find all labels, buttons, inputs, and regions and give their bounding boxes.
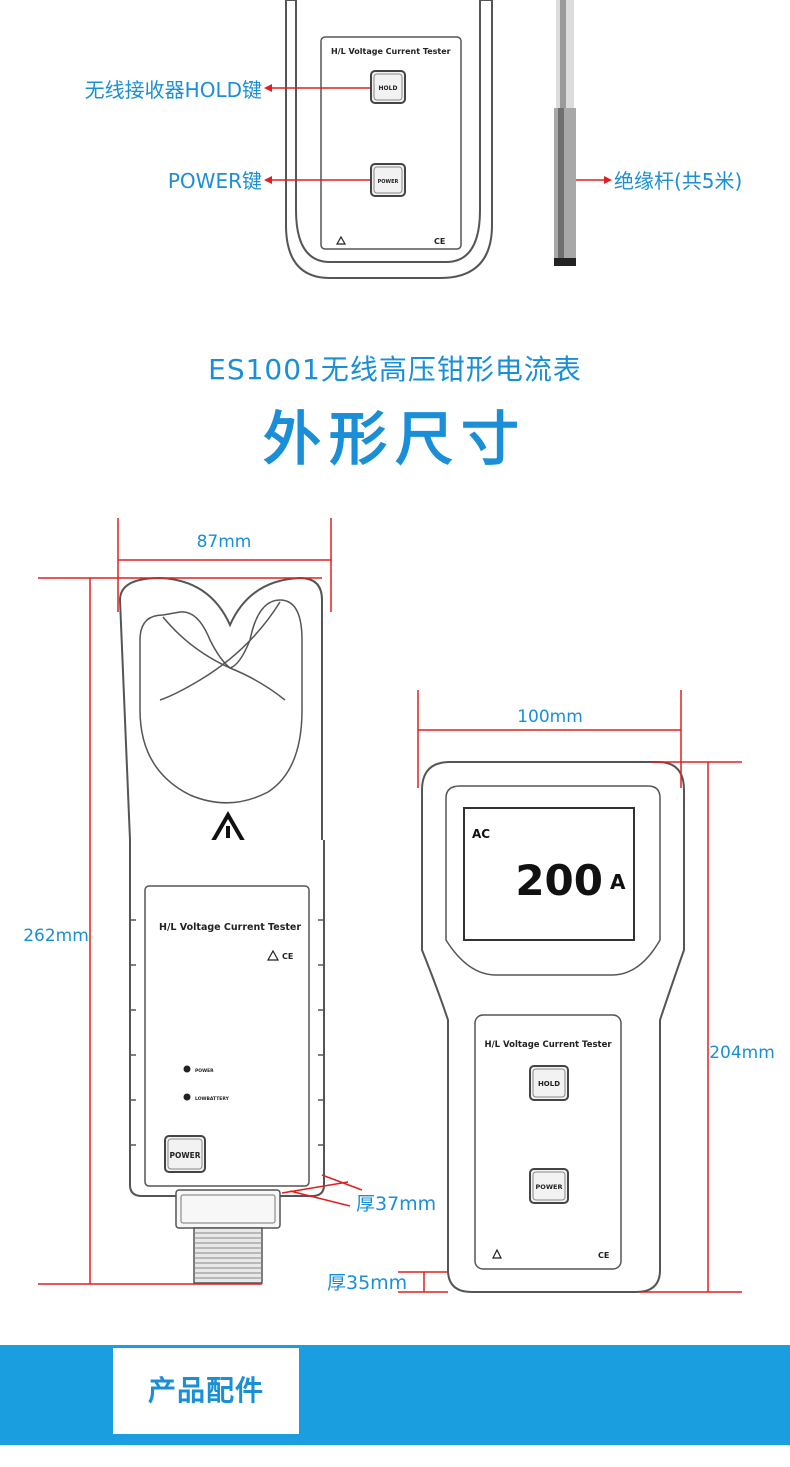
- clamp-grip-notches: [130, 919, 324, 1146]
- hold-button-label: HOLD: [379, 85, 398, 92]
- jaw-tip-right: [159, 601, 281, 701]
- power-callout-label: POWER键: [168, 169, 262, 193]
- accessories-section-label: 产品配件: [147, 1374, 264, 1407]
- display-value: 200: [515, 856, 603, 905]
- clamp-panel: [144, 885, 310, 1187]
- warning-icon: [335, 235, 347, 245]
- rod-callout-label: 绝缘杆(共5米): [614, 169, 742, 193]
- thread-lines: [194, 1232, 262, 1279]
- power-led: [183, 1065, 191, 1073]
- power-button-label: POWER: [378, 179, 399, 185]
- rod-highlight: [560, 0, 566, 110]
- jaw-tip-left: [162, 616, 286, 701]
- accessories-badge: [113, 1348, 299, 1434]
- clamp-panel-warning-icon: [266, 949, 280, 961]
- clamp-width-dimension: 87mm: [197, 532, 252, 552]
- insulating-rod-lower: [554, 108, 576, 258]
- receiver-inner-panel: [320, 36, 462, 250]
- clamp-meter: CE H/L Voltage Current Tester POWER LOWB…: [118, 576, 325, 1284]
- power-arrowhead: [264, 176, 272, 184]
- clamp-height-dimension: 262mm: [23, 926, 89, 946]
- clamp-dimension-lines: [38, 518, 363, 1285]
- lowbattery-led: [183, 1093, 191, 1101]
- lowbattery-led-label: LOWBATTERY: [195, 1096, 230, 1102]
- receiver-width-dimension: 100mm: [517, 707, 583, 727]
- receiver-callout-diagram: H/L Voltage Current Tester HOLD POWER CE…: [85, 0, 742, 279]
- receiver-ce-mark: CE: [598, 1251, 609, 1260]
- dimension-diagram: CE H/L Voltage Current Tester POWER LOWB…: [23, 518, 775, 1294]
- clamp-thickness-dimension: 厚37mm: [356, 1193, 436, 1215]
- receiver-height-dimension: 204mm: [709, 1043, 775, 1063]
- receiver-hold-button-inner: [532, 1068, 566, 1098]
- clamp-panel-title: H/L Voltage Current Tester: [159, 922, 301, 933]
- clamp-power-button[interactable]: [164, 1135, 206, 1173]
- warning-icon-mark: [226, 826, 230, 838]
- receiver-power-button[interactable]: [529, 1168, 569, 1204]
- clamp-power-button-label: POWER: [169, 1151, 200, 1160]
- display-unit: A: [610, 870, 626, 894]
- clamp-power-button-inner: [167, 1138, 203, 1170]
- connector-collar-inner: [180, 1194, 276, 1224]
- receiver-power-label: POWER: [536, 1183, 563, 1191]
- receiver-thickness-dimension: 厚35mm: [327, 1272, 407, 1294]
- receiver-hold-button[interactable]: [529, 1065, 569, 1101]
- display-mode: AC: [472, 827, 490, 841]
- power-led-label: POWER: [195, 1068, 214, 1074]
- rod-arrowhead: [604, 176, 612, 184]
- hold-button-inner: [373, 73, 403, 101]
- clamp-connector-threads: [193, 1227, 263, 1284]
- receiver-warning-icon: [492, 1248, 502, 1259]
- receiver-dimension-lines: [398, 690, 742, 1293]
- ce-mark: CE: [434, 237, 445, 246]
- power-button-inner: [373, 166, 403, 194]
- clamp-jaw-inner: [139, 599, 303, 804]
- receiver-unit: CE AC 200 A H/L Voltage Current Tester H…: [421, 761, 685, 1293]
- section-title: 外形尺寸: [262, 405, 527, 473]
- hold-callout-label: 无线接收器HOLD键: [85, 78, 262, 102]
- receiver-panel-title: H/L Voltage Current Tester: [484, 1040, 612, 1050]
- receiver-panel-title: H/L Voltage Current Tester: [331, 47, 451, 56]
- rod-shadow: [558, 108, 564, 258]
- clamp-ce-mark: CE: [282, 952, 293, 961]
- receiver-lower-panel: [474, 1014, 622, 1270]
- product-subtitle: ES1001无线高压钳形电流表: [208, 353, 582, 386]
- receiver-display: [463, 807, 635, 941]
- power-button[interactable]: [370, 163, 406, 197]
- receiver-hold-label: HOLD: [538, 1080, 560, 1088]
- rod-cap: [554, 258, 576, 266]
- hold-button[interactable]: [370, 70, 406, 104]
- receiver-body-outline: [285, 0, 493, 279]
- clamp-connector-collar: [175, 1189, 281, 1229]
- hold-arrowhead: [264, 84, 272, 92]
- receiver-power-button-inner: [532, 1171, 566, 1201]
